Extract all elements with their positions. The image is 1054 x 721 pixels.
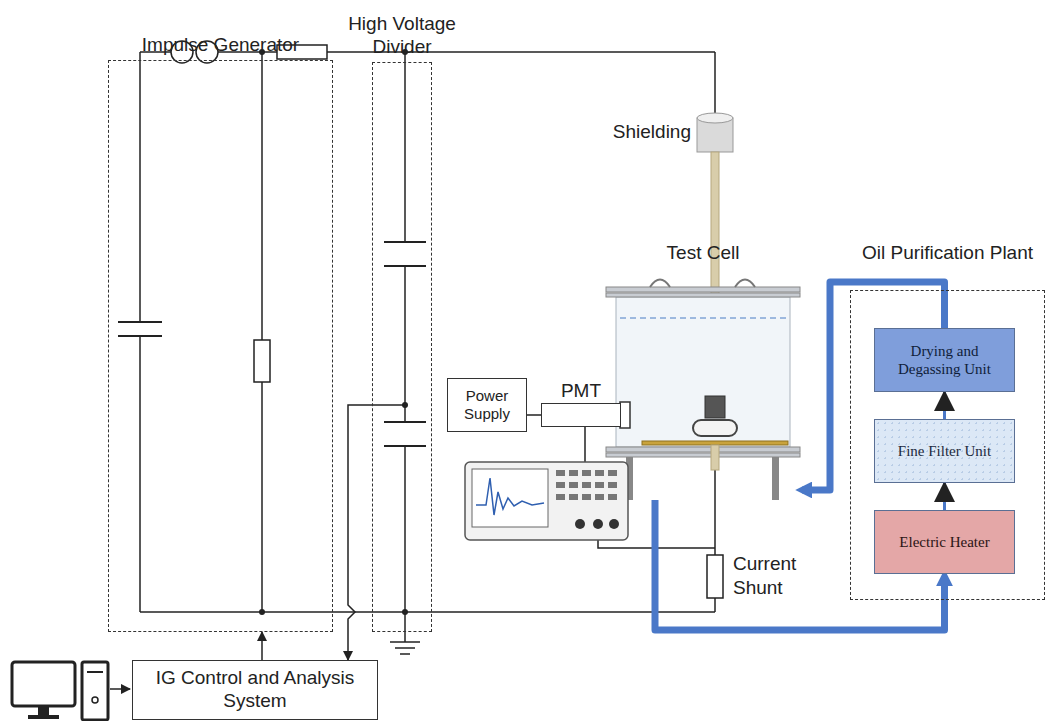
oil-pipe [943, 483, 946, 510]
group-heading: Test Cell [633, 242, 773, 265]
junction-dots [259, 49, 408, 615]
shunt-resistor [707, 555, 723, 598]
group-heading: Impulse Generator [111, 34, 331, 57]
process-box: Electric Heater [874, 510, 1015, 574]
resistor-symbol [254, 340, 270, 382]
box-label: Power Supply [456, 387, 518, 423]
box-label: Electric Heater [899, 533, 989, 551]
part-label: Shielding [613, 120, 691, 144]
component-label: Current Shunt [733, 552, 813, 600]
pmt-box: PMT [541, 403, 621, 427]
signal-wire [527, 414, 541, 416]
group-heading: Oil Purification Plant [843, 242, 1053, 265]
signal-wire [348, 405, 372, 660]
group-heading: High Voltage Divider [332, 13, 472, 59]
computer-icon [12, 662, 108, 720]
box-label: Fine Filter Unit [898, 442, 991, 460]
group-region: Impulse Generator [108, 60, 333, 632]
ground-symbol [390, 641, 420, 643]
capacitor-symbol [384, 241, 426, 243]
box-label: IG Control and Analysis System [141, 667, 369, 713]
capacitor-symbol [118, 321, 162, 323]
group-region: Oil Purification PlantDrying and Degassi… [850, 290, 1045, 600]
pmt-cap [620, 402, 630, 428]
test-cell-vessel [606, 280, 800, 501]
group-heading: PMT [551, 380, 611, 403]
box-label: Drying and Degassing Unit [883, 342, 1006, 378]
test-cell: Test Cell [606, 285, 800, 500]
process-box: Fine Filter Unit [874, 419, 1015, 483]
process-box: Power Supply [447, 378, 527, 432]
process-box: IG Control and Analysis System [132, 660, 378, 720]
oscilloscope [465, 462, 628, 540]
capacitor-symbol [384, 421, 426, 423]
group-region: High Voltage Divider [372, 62, 432, 632]
process-box: Drying and Degassing Unit [874, 328, 1015, 392]
signal-wire [261, 632, 263, 660]
oil-pipe [943, 392, 946, 419]
